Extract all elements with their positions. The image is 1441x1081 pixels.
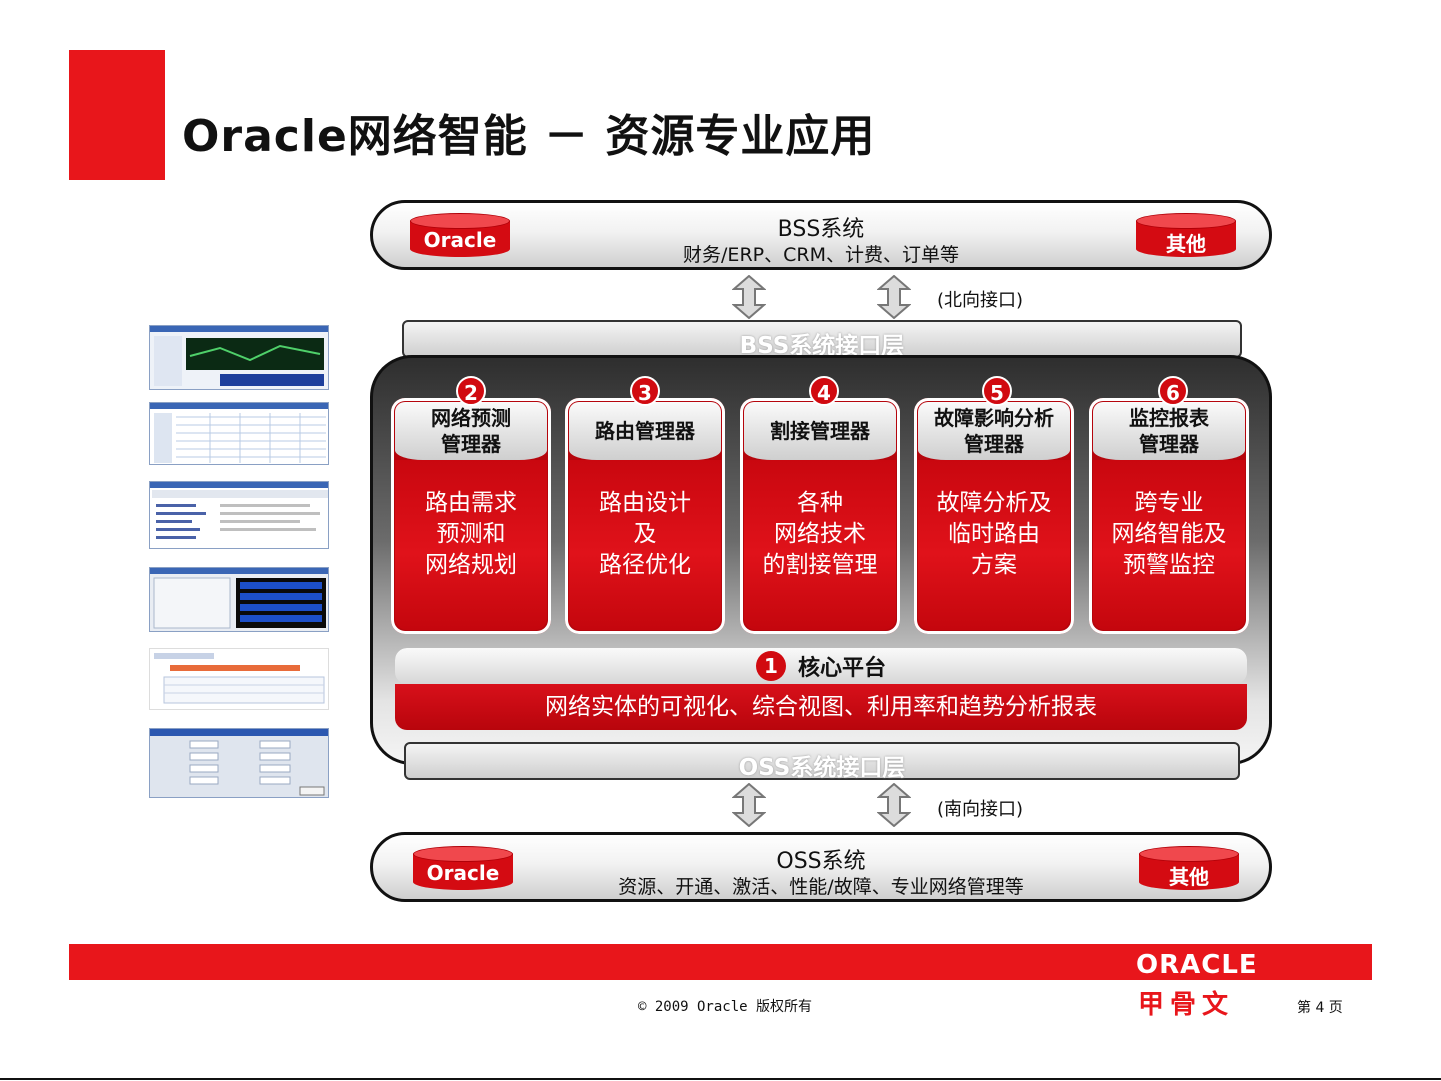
module-description: 故障分析及 临时路由 方案 — [918, 460, 1070, 630]
screenshot-thumbnail-5 — [149, 648, 329, 710]
thumbnail-graphic — [154, 653, 325, 704]
oss-oracle-database-label: Oracle — [426, 861, 500, 885]
screenshot-thumbnail-1 — [149, 325, 329, 390]
bottom-divider — [0, 1078, 1441, 1080]
screenshot-thumbnail-2 — [149, 402, 329, 465]
module-title: 监控报表 管理器 — [1129, 406, 1209, 456]
module-number-badge: 3 — [630, 376, 660, 406]
core-platform-description: 网络实体的可视化、综合视图、利用率和趋势分析报表 — [395, 684, 1247, 730]
bss-system-subtitle: 财务/ERP、CRM、计费、订单等 — [683, 244, 959, 266]
bss-system-title: BSS系统 — [777, 217, 865, 242]
module-card-cutover-manager: 割接管理器 各种 网络技术 的割接管理 — [740, 398, 900, 634]
module-description: 路由需求 预测和 网络规划 — [395, 460, 547, 630]
module-card-monitoring-report-manager: 监控报表 管理器 跨专业 网络智能及 预警监控 — [1089, 398, 1249, 634]
module-description: 跨专业 网络智能及 预警监控 — [1093, 460, 1245, 630]
oss-oracle-database: Oracle — [413, 846, 513, 892]
bss-interface-layer-label: BSS系统接口层 — [739, 333, 905, 359]
south-interface-label: (南向接口) — [937, 799, 1024, 820]
bss-oracle-database: Oracle — [410, 213, 510, 259]
bss-other-database: 其他 — [1136, 213, 1236, 259]
south-arrow-left-icon — [732, 783, 766, 827]
oss-system-capsule: OSS系统 资源、开通、激活、性能/故障、专业网络管理等 Oracle 其他 — [370, 832, 1272, 902]
title-accent-block — [69, 50, 165, 180]
footer-bar — [69, 944, 1372, 980]
north-arrow-left-icon — [732, 275, 766, 319]
oss-system-subtitle: 资源、开通、激活、性能/故障、专业网络管理等 — [618, 876, 1024, 898]
module-title: 路由管理器 — [595, 419, 695, 443]
copyright-text: © 2009 Oracle 版权所有 — [638, 999, 813, 1015]
oracle-chinese-logo: 甲骨文 — [1138, 990, 1235, 1020]
north-interface-label: (北向接口) — [937, 290, 1024, 311]
module-description: 路由设计 及 路径优化 — [569, 460, 721, 630]
oss-interface-layer: OSS系统接口层 — [404, 742, 1240, 781]
module-card-route-manager: 路由管理器 路由设计 及 路径优化 — [565, 398, 725, 634]
thumbnail-graphic — [150, 482, 328, 539]
core-platform-title: 核心平台 — [797, 656, 886, 681]
core-platform-number-badge: 1 — [755, 651, 786, 681]
bss-system-capsule: BSS系统 财务/ERP、CRM、计费、订单等 Oracle 其他 — [370, 200, 1272, 270]
module-title: 割接管理器 — [770, 419, 870, 443]
bss-interface-layer: BSS系统接口层 — [402, 320, 1242, 359]
oss-other-database-label: 其他 — [1169, 865, 1209, 889]
module-description: 各种 网络技术 的割接管理 — [744, 460, 896, 630]
oracle-logo: ORACLE — [1136, 950, 1258, 980]
bss-other-database-label: 其他 — [1166, 232, 1206, 256]
north-arrow-right-icon — [877, 275, 911, 319]
bss-oracle-database-label: Oracle — [423, 228, 497, 252]
page-number: 第 4 页 — [1297, 1000, 1343, 1016]
screenshot-thumbnail-6 — [149, 728, 329, 798]
core-platform-panel: 1 核心平台 网络实体的可视化、综合视图、利用率和趋势分析报表 — [395, 648, 1247, 730]
oss-other-database: 其他 — [1139, 846, 1239, 892]
module-number-badge: 4 — [809, 376, 839, 406]
thumbnail-graphic — [150, 326, 328, 386]
module-card-network-forecast: 网络预测 管理器 路由需求 预测和 网络规划 — [391, 398, 551, 634]
oss-interface-layer-label: OSS系统接口层 — [738, 755, 906, 781]
thumbnail-graphic — [150, 568, 328, 629]
module-number-badge: 5 — [982, 376, 1012, 406]
screenshot-thumbnail-4 — [149, 567, 329, 632]
screenshot-thumbnail-3 — [149, 481, 329, 549]
thumbnail-graphic — [150, 729, 328, 796]
page-title: Oracle网络智能 － 资源专业应用 — [182, 111, 876, 162]
oss-system-title: OSS系统 — [776, 849, 866, 874]
module-title: 故障影响分析 管理器 — [934, 406, 1054, 456]
thumbnail-graphic — [150, 403, 328, 463]
module-number-badge: 6 — [1158, 376, 1188, 406]
module-number-badge: 2 — [456, 376, 486, 406]
module-card-fault-impact-manager: 故障影响分析 管理器 故障分析及 临时路由 方案 — [914, 398, 1074, 634]
module-title: 网络预测 管理器 — [431, 406, 511, 456]
south-arrow-right-icon — [877, 783, 911, 827]
